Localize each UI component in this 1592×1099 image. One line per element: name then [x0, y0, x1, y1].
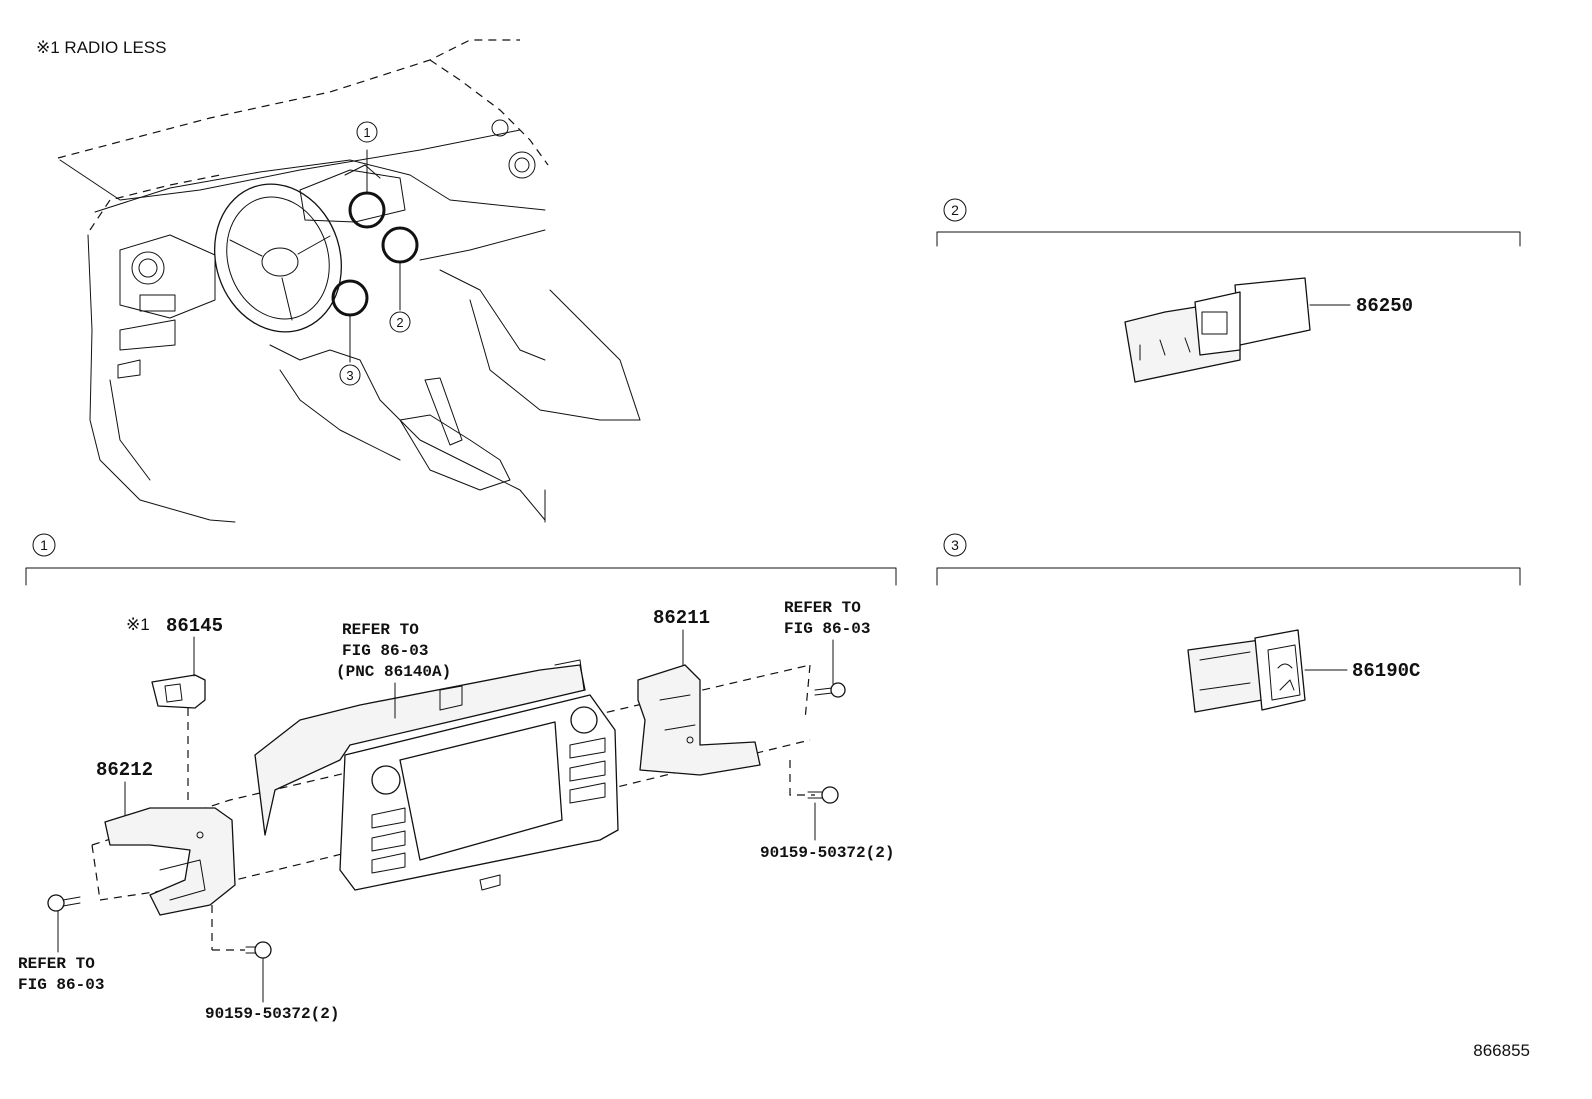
- section-1-marker-label: 1: [40, 537, 48, 553]
- radio-less-note: ※1 RADIO LESS: [36, 38, 166, 57]
- overview-marker-2-label: 2: [396, 315, 403, 330]
- section-3-bracket: [936, 567, 1521, 586]
- ref-right-line-2: FIG 86-03: [784, 620, 870, 638]
- section-2-bracket: [936, 231, 1521, 247]
- overview-marker-2: 2: [389, 311, 411, 333]
- part-86145-label: 86145: [166, 615, 223, 637]
- ref-center-line-2: FIG 86-03: [342, 642, 428, 660]
- bolt-right-label: 90159-50372(2): [760, 844, 894, 862]
- ref-left-line-1: REFER TO: [18, 955, 95, 973]
- overview-marker-1-label: 1: [363, 125, 370, 140]
- part-86145-note-mark: ※1: [126, 615, 150, 634]
- dashboard-overview-illustration: [57, 39, 641, 523]
- bolt-left-illustration: [245, 941, 272, 959]
- section-1: 1 ※1 86145 86212 REFER TO FIG 86-03: [18, 533, 897, 1023]
- overview-marker-3: 3: [339, 364, 361, 386]
- bolt-right-illustration: [807, 786, 839, 804]
- section-2: 2 86250: [936, 198, 1521, 383]
- overview-marker-3-label: 3: [346, 368, 353, 383]
- section-1-bracket: [25, 567, 897, 586]
- bracket-86212-illustration: [104, 807, 236, 916]
- ref-center-line-3: (PNC 86140A): [336, 663, 451, 681]
- section-3: 3 86190C: [936, 533, 1521, 713]
- section-1-marker: 1: [32, 533, 56, 557]
- bracket-86211-illustration: [637, 664, 761, 776]
- ref-left-line-2: FIG 86-03: [18, 976, 104, 994]
- part-86250-label: 86250: [1356, 295, 1413, 317]
- part-86190c-label: 86190C: [1352, 660, 1420, 682]
- part-86211-label: 86211: [653, 607, 710, 629]
- section-3-marker-label: 3: [951, 537, 959, 553]
- left-screw-illustration: [47, 894, 81, 912]
- section-3-marker: 3: [943, 533, 967, 557]
- right-screw-illustration: [814, 682, 846, 698]
- switch-86250-illustration: [1124, 277, 1311, 383]
- bolt-left-label: 90159-50372(2): [205, 1005, 339, 1023]
- part-86212-label: 86212: [96, 759, 153, 781]
- overview-marker-1: 1: [356, 121, 378, 143]
- head-unit-illustration: [254, 659, 619, 891]
- part-86145-illustration: [151, 674, 206, 709]
- figure-number: 866855: [1473, 1041, 1530, 1060]
- ref-right-line-1: REFER TO: [784, 599, 861, 617]
- section-2-marker: 2: [943, 198, 967, 222]
- ref-center-line-1: REFER TO: [342, 621, 419, 639]
- section-2-marker-label: 2: [951, 202, 959, 218]
- switch-86190c-illustration: [1187, 629, 1306, 713]
